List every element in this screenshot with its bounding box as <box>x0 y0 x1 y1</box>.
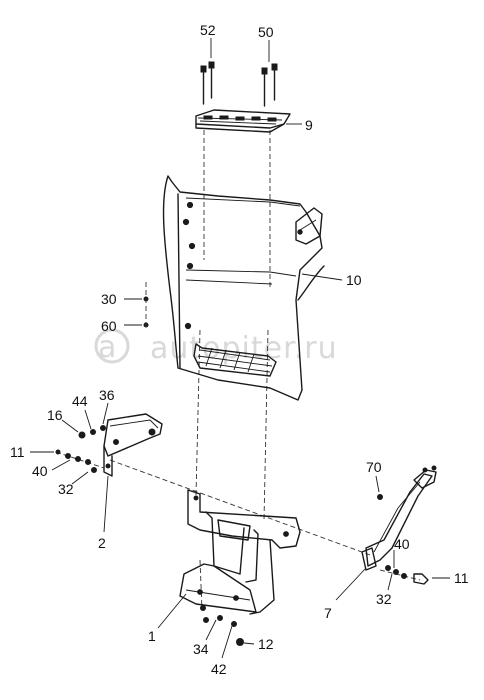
callout-9: 9 <box>305 117 313 133</box>
callout-32-left: 32 <box>58 481 74 497</box>
callout-12: 12 <box>258 636 274 652</box>
leader-lines <box>30 38 450 659</box>
callout-44: 44 <box>72 393 88 409</box>
callout-32-right: 32 <box>376 591 392 607</box>
callout-40-right: 40 <box>394 536 410 552</box>
left-hardware-stack <box>55 425 106 473</box>
callout-36: 36 <box>99 387 115 403</box>
callout-50: 50 <box>258 24 274 40</box>
callout-labels: 52 50 9 10 30 60 44 36 16 11 40 32 2 70 … <box>10 22 469 677</box>
callout-52: 52 <box>200 22 216 38</box>
hardware-30-60 <box>143 282 149 330</box>
callout-34: 34 <box>193 641 209 657</box>
callout-16: 16 <box>47 407 63 423</box>
callout-1: 1 <box>148 628 156 644</box>
watermark: a autopiter.ru <box>94 328 338 366</box>
left-bracket-2 <box>103 413 163 477</box>
bolt-52 <box>200 61 215 105</box>
callout-10: 10 <box>346 272 362 288</box>
callout-11-left: 11 <box>10 444 25 460</box>
svg-text:autopiter.ru: autopiter.ru <box>150 331 338 366</box>
callout-70: 70 <box>366 459 382 475</box>
support-arm-7 <box>361 465 437 571</box>
callout-7: 7 <box>324 605 332 621</box>
callout-42: 42 <box>211 661 227 677</box>
bottom-hardware-stack <box>200 605 255 646</box>
callout-2: 2 <box>98 535 106 551</box>
right-hardware-stack <box>385 565 429 585</box>
frame-bracket-1 <box>179 489 301 615</box>
callout-11-right: 11 <box>454 570 469 586</box>
step-plate-9 <box>195 109 291 133</box>
callout-40-left: 40 <box>32 463 48 479</box>
bolt-50 <box>261 63 278 107</box>
callout-60: 60 <box>101 318 117 334</box>
step-housing-10 <box>162 175 325 401</box>
svg-text:a: a <box>98 330 117 365</box>
callout-30: 30 <box>101 291 117 307</box>
